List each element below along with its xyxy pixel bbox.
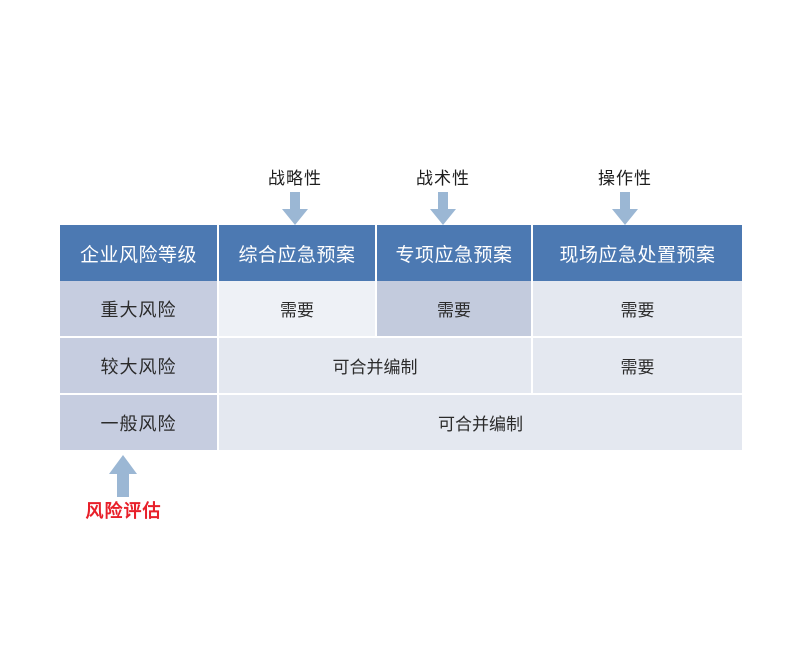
arrow-up-icon [109,455,137,497]
column-header-comprehensive-plan: 综合应急预案 [219,225,377,281]
arrow-down-icon [612,192,638,225]
cell-major-comprehensive: 需要 [219,281,377,338]
column-header-special-plan: 专项应急预案 [377,225,533,281]
callout-label-operational: 操作性 [598,169,652,188]
table-row: 较大风险 可合并编制 需要 [60,338,742,395]
table-header-row: 企业风险等级 综合应急预案 专项应急预案 现场应急处置预案 [60,225,742,281]
cell-relatively-major-onsite: 需要 [533,338,742,395]
arrow-down-icon [282,192,308,225]
callout-label-strategic: 战略性 [268,169,322,188]
cell-relatively-major-merged: 可合并编制 [219,338,533,395]
cell-major-special: 需要 [377,281,533,338]
row-header-relatively-major-risk: 较大风险 [60,338,219,395]
table-row: 一般风险 可合并编制 [60,395,742,450]
risk-plan-matrix-table: 企业风险等级 综合应急预案 专项应急预案 现场应急处置预案 重大风险 需要 需要… [60,225,742,450]
row-header-major-risk: 重大风险 [60,281,219,338]
table-row: 重大风险 需要 需要 需要 [60,281,742,338]
cell-major-onsite: 需要 [533,281,742,338]
callout-label-tactical: 战术性 [416,169,470,188]
row-header-general-risk: 一般风险 [60,395,219,450]
risk-assessment-note: 风险评估 [85,501,162,521]
arrow-down-icon [430,192,456,225]
column-header-onsite-plan: 现场应急处置预案 [533,225,742,281]
cell-general-merged: 可合并编制 [219,395,742,450]
column-header-risk-level: 企业风险等级 [60,225,219,281]
